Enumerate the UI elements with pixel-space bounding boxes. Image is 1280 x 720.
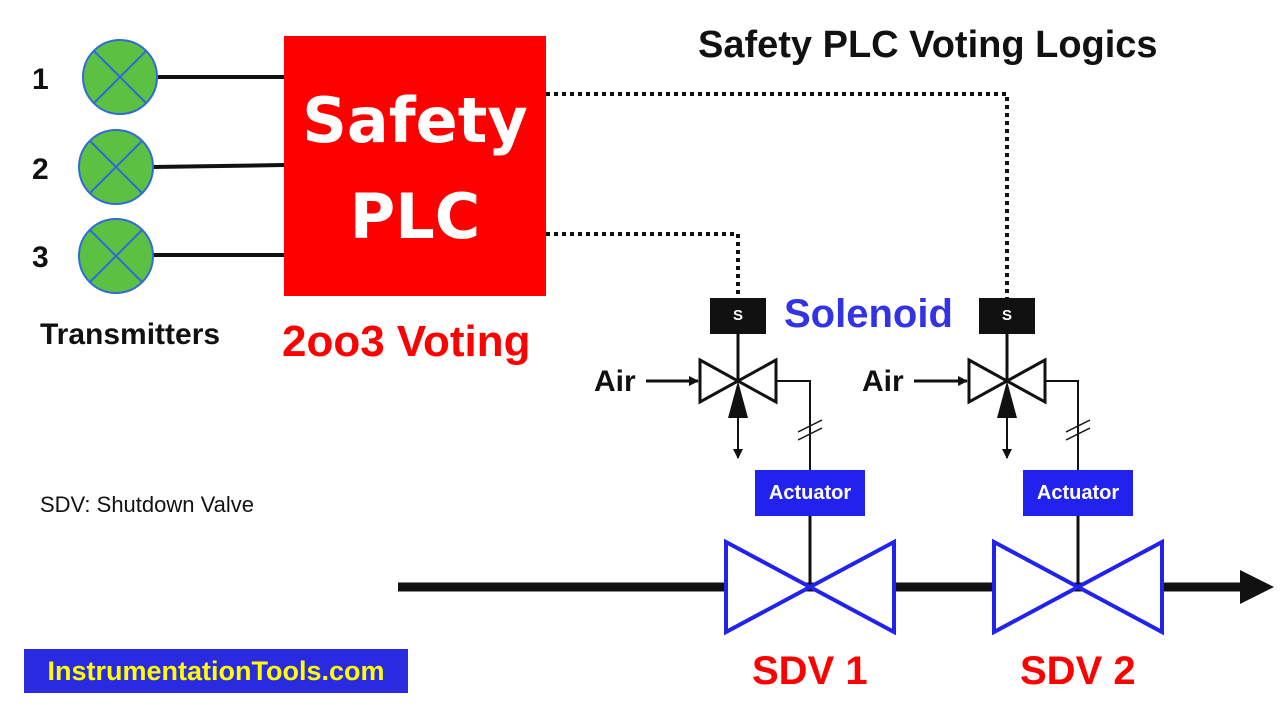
transmitter-2-label: 2: [32, 153, 49, 186]
solenoid-1-box: S: [710, 298, 766, 334]
solenoid-valve-1: [646, 334, 823, 587]
plc-title-line-1: Safety: [302, 84, 528, 157]
transmitter-3-label: 3: [32, 241, 49, 274]
transmitter-3-icon: [78, 218, 154, 294]
transmitter-1-icon: [82, 39, 158, 115]
safety-plc-block: Safety PLC: [284, 36, 546, 296]
sdv-2-valve-icon: [992, 538, 1164, 636]
actuator-1: Actuator: [755, 470, 865, 516]
sdv-1-label: SDV 1: [752, 649, 868, 693]
flow-arrow-icon: [1240, 570, 1274, 604]
legend-text: SDV: Shutdown Valve: [40, 492, 255, 517]
signal-line-sdv2: [546, 92, 1009, 298]
watermark-banner: InstrumentationTools.com: [24, 649, 408, 693]
air-label-1: Air: [594, 365, 636, 398]
plc-title-line-2: PLC: [349, 180, 481, 253]
sdv-1-valve-icon: [724, 538, 896, 636]
transmitter-2-wire: [151, 163, 285, 169]
voting-label: 2oo3 Voting: [282, 317, 531, 366]
transmitters-caption: Transmitters: [40, 318, 221, 351]
transmitter-1-label: 1: [32, 63, 49, 96]
solenoid-valve-2: [914, 334, 1091, 587]
solenoid-label: Solenoid: [784, 292, 953, 336]
signal-line-sdv1: [546, 232, 740, 298]
sdv-2-label: SDV 2: [1020, 649, 1136, 693]
solenoid-2-box: S: [979, 298, 1035, 334]
actuator-2: Actuator: [1023, 470, 1133, 516]
transmitter-2-icon: [78, 129, 154, 205]
diagram-title: Safety PLC Voting Logics: [698, 24, 1158, 66]
air-label-2: Air: [862, 365, 904, 398]
